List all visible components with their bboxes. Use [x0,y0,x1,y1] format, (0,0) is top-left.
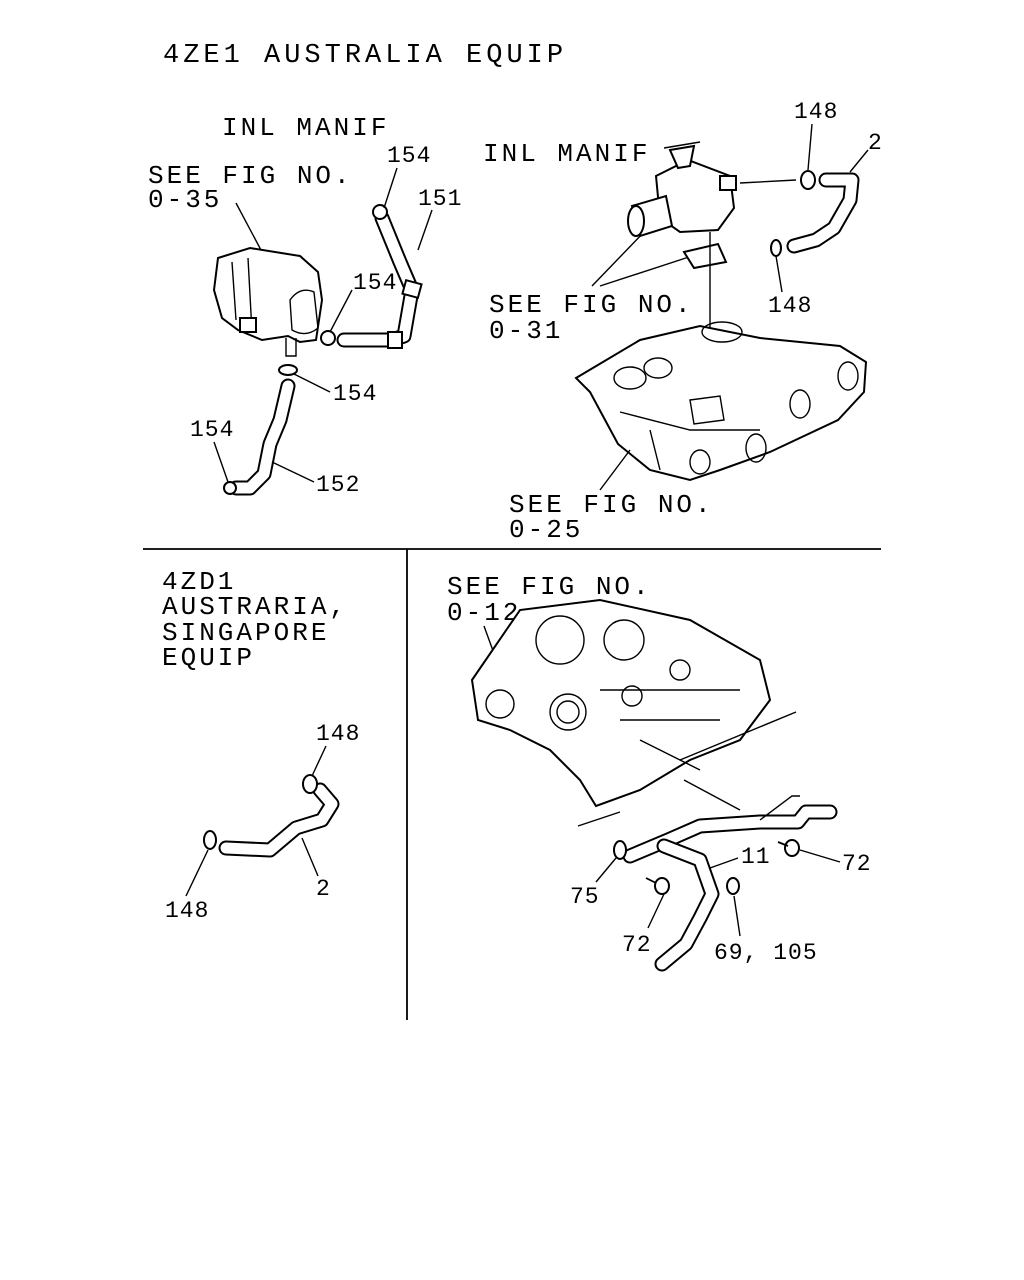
leader-11 [709,857,739,869]
thermostat-housing-drawing [627,141,737,270]
leader-154-mid [329,289,353,333]
clamp-154-mid-icon [320,330,336,346]
leader-151 [417,209,433,251]
hose-2-bottom-drawing [218,782,340,858]
callout-148-bl-top: 148 [316,721,360,747]
water-pipe-11-drawing [622,795,838,972]
see-fig-031-line1: SEE FIG NO. [489,290,694,320]
see-fig-035-line2: 0-35 [148,185,222,215]
cylinder-block-drawing [470,598,772,808]
clamp-154-left-icon [223,481,237,495]
see-fig-031-line2: 0-31 [489,316,563,346]
callout-75: 75 [570,884,600,910]
callout-2-bl: 2 [316,876,331,902]
leader-154-low [293,373,331,393]
heading-4zd1-line1: 4ZD1 [162,567,236,597]
inl-manif-label-right: INL MANIF [483,139,650,169]
bolt-72-bottom-icon [645,877,670,895]
leader-152 [271,461,315,483]
leader-031-a [591,229,647,287]
callout-154-mid: 154 [353,270,397,296]
heading-4zd1-line3: SINGAPORE [162,618,329,648]
leader-72-right [799,849,841,863]
leader-148-bl-bottom [185,849,209,897]
leader-2-top [849,149,869,173]
leader-72-bottom [647,893,665,929]
leader-031-b [599,255,693,287]
leader-154-left [213,441,229,483]
clamp-148-bottom-top-icon [302,774,318,794]
intake-manifold-drawing [574,321,868,482]
heading-4zd1-line2: AUSTRARIA, [162,592,348,622]
hose-152-drawing [228,378,296,496]
callout-148-top: 148 [794,99,838,125]
leader-75 [595,857,617,883]
leader-2-bl [301,837,319,877]
section-title-4ze1: 4ZE1 AUSTRALIA EQUIP [163,41,567,71]
assembly-line-horizontal [739,179,797,184]
block-extension-lines [577,711,797,827]
callout-69-105: 69, 105 [714,940,818,966]
leader-148-bl-top [311,745,327,777]
leader-035 [235,202,263,253]
callout-154-left: 154 [190,417,234,443]
callout-72-right: 72 [842,851,872,877]
leader-148-top [807,123,813,171]
leader-148-right [775,255,783,293]
clamp-154-low-icon [278,364,298,376]
leader-154-top [383,167,398,209]
inlet-manifold-housing-drawing [212,246,324,357]
clamp-154-top-icon [372,204,388,220]
see-fig-025-line1: SEE FIG NO. [509,490,714,520]
leader-025 [599,449,631,491]
clamp-148-top-icon [800,170,816,190]
gasket-75-icon [613,840,627,860]
see-fig-035-line1: SEE FIG NO. [148,161,353,191]
clamp-148-right-icon [770,239,782,257]
callout-148-right: 148 [768,293,812,319]
leader-69-105 [733,895,741,937]
see-fig-012-line2: 0-12 [447,598,521,628]
heading-4zd1-line4: EQUIP [162,643,255,673]
callout-148-bl-bottom: 148 [165,898,209,924]
callout-152: 152 [316,472,360,498]
callout-2-top: 2 [868,130,883,156]
hose-151-drawing [336,210,423,349]
callout-11: 11 [741,844,771,870]
inl-manif-label-left: INL MANIF [222,113,389,143]
callout-154-top: 154 [387,143,431,169]
see-fig-012-line1: SEE FIG NO. [447,572,652,602]
clamp-148-bottom-left-icon [203,830,217,850]
nut-69-105-icon [726,877,740,895]
callout-151: 151 [418,186,462,212]
callout-154-low: 154 [333,381,377,407]
hose-2-top-drawing [786,172,860,254]
callout-72-bottom: 72 [622,932,652,958]
see-fig-025-line2: 0-25 [509,515,583,545]
bolt-72-right-icon [777,839,800,857]
